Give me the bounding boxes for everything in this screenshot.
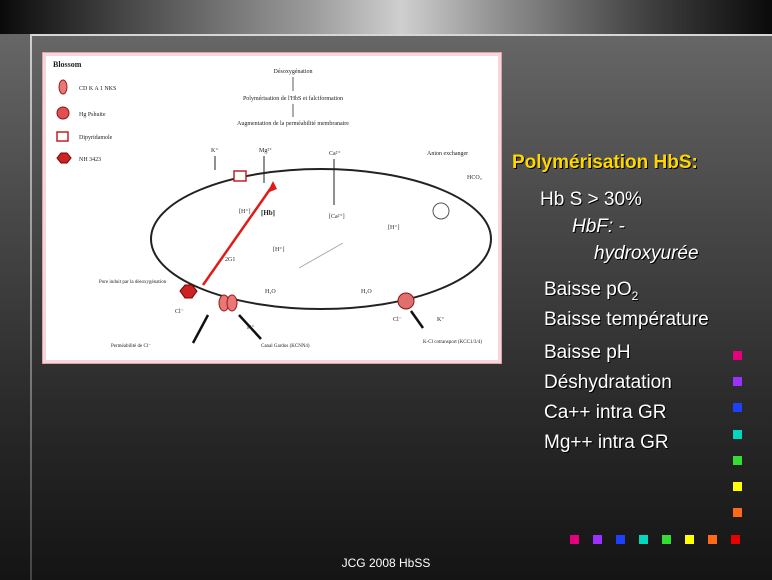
decor-square xyxy=(639,535,648,544)
decor-square xyxy=(662,535,671,544)
decor-square xyxy=(733,351,742,360)
top-rule xyxy=(30,34,772,36)
label-gardos: Canal Gardos (KCNN4) xyxy=(261,344,310,349)
kcl-channel-icon xyxy=(397,292,415,310)
bullet-hydroxyuree: hydroxyurée xyxy=(594,243,699,264)
label-h-mid: [H⁺] xyxy=(273,246,285,253)
legend-item-3: Dipyridamole xyxy=(79,135,113,141)
red-arrow xyxy=(201,184,275,286)
label-k-right: K⁺ xyxy=(437,316,445,323)
red-arrowhead-icon xyxy=(267,181,277,193)
decor-square xyxy=(733,403,742,412)
decor-square xyxy=(733,482,742,491)
label-anion: Anion exchanger xyxy=(427,151,468,157)
legend-circle-icon xyxy=(56,106,70,120)
legend-item-1: CD K A 1 NKS xyxy=(79,86,116,92)
label-h2o-left: H₂O xyxy=(265,289,276,295)
decor-square xyxy=(708,535,717,544)
legend-title: Blossom xyxy=(53,60,82,69)
pointer-arrow-1 xyxy=(191,314,210,344)
note-permeability: Augmentation de la perméabilité membrana… xyxy=(237,121,349,127)
decor-square xyxy=(733,508,742,517)
legend-hexagon-icon xyxy=(56,152,72,164)
pointer-arrow-2 xyxy=(238,314,262,340)
pore-hexagon-icon xyxy=(179,284,198,299)
label-ca-in: [Ca²⁺] xyxy=(329,213,345,220)
note-deoxygenation: Désoxygénation xyxy=(274,69,313,75)
pointer-arrow-3 xyxy=(409,310,425,329)
label-h2o-right: H₂O xyxy=(361,289,372,295)
left-rule xyxy=(30,34,32,580)
bullet-po2-text: Baisse pO xyxy=(544,279,632,300)
label-h-left: [H⁺] xyxy=(239,208,251,215)
label-ca: Ca²⁺ xyxy=(329,150,341,157)
bullet-ca: Ca++ intra GR xyxy=(544,402,667,423)
grey-arrow xyxy=(298,242,344,269)
decor-square xyxy=(593,535,602,544)
decor-square xyxy=(733,377,742,386)
decor-square xyxy=(733,430,742,439)
label-cl-right: Cl⁻ xyxy=(393,317,402,323)
note-polymerisation: Polymérisation de l'HbS et falciformatio… xyxy=(243,95,343,102)
red-cell-diagram: Blossom CD K A 1 NKS Hg Pshuite Dipyrida… xyxy=(53,60,492,349)
bullet-temperature: Baisse température xyxy=(544,309,709,330)
cell-membrane xyxy=(150,168,492,310)
label-h-right: [H⁺] xyxy=(388,224,400,231)
label-mg: Mg²⁺ xyxy=(259,147,272,154)
bullet-ph: Baisse pH xyxy=(544,342,631,363)
decor-square xyxy=(570,535,579,544)
channel-square-icon xyxy=(233,170,247,182)
label-left-caption: Perméabilité de Cl⁻ xyxy=(111,344,151,349)
bullet-hbf: HbF: - xyxy=(572,216,625,237)
anion-exchanger-icon xyxy=(432,202,450,220)
label-hco3: HCO₃ xyxy=(467,175,482,181)
decor-square xyxy=(616,535,625,544)
decor-square xyxy=(731,535,740,544)
bullet-mg: Mg++ intra GR xyxy=(544,432,669,453)
decor-square xyxy=(685,535,694,544)
label-cl-left: Cl⁻ xyxy=(175,309,184,315)
label-2g1: 2G1 xyxy=(225,257,235,263)
label-hb: [Hb] xyxy=(261,209,275,217)
label-kcl: K-Cl cotransport (KCC1/3/4) xyxy=(423,340,482,345)
top-banner xyxy=(0,0,772,34)
slide-heading: Polymérisation HbS: xyxy=(512,152,698,173)
label-k-top: K⁺ xyxy=(211,147,219,154)
legend-square-icon xyxy=(56,131,69,142)
label-pore: Pore induit par la désoxygénation xyxy=(99,280,167,285)
legend-item-2: Hg Pshuite xyxy=(79,112,106,118)
bullet-hbs: Hb S > 30% xyxy=(540,189,642,210)
decor-square xyxy=(733,456,742,465)
gardos-channel-icon-2 xyxy=(226,294,238,312)
legend-oval-icon xyxy=(58,79,68,95)
legend-item-4: NH 3423 xyxy=(79,157,101,163)
bullet-po2: Baisse pO2 xyxy=(544,279,638,303)
pathophysiology-figure: Blossom CD K A 1 NKS Hg Pshuite Dipyrida… xyxy=(42,52,502,364)
bullet-po2-subscript: 2 xyxy=(631,288,639,303)
bullet-deshydratation: Déshydratation xyxy=(544,372,672,393)
footer-text: JCG 2008 HbSS xyxy=(341,556,431,570)
